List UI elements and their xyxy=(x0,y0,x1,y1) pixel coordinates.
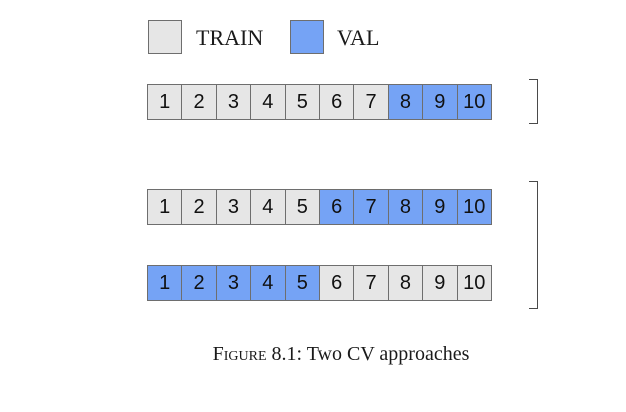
fold-cell-5-val: 5 xyxy=(284,265,320,301)
fold-cell-1-val: 1 xyxy=(147,265,183,301)
fold-cell-3-train: 3 xyxy=(215,84,252,120)
caption-text: Two CV approaches xyxy=(302,343,470,365)
fold-cell-4-train: 4 xyxy=(250,84,286,120)
fold-cell-2-train: 2 xyxy=(181,189,217,225)
figure-caption: Figure 8.1: Two CV approaches xyxy=(0,343,626,366)
fold-cell-3-train: 3 xyxy=(215,189,252,225)
fold-cell-10-val: 10 xyxy=(456,189,492,225)
caption-prefix: Figure 8.1: xyxy=(212,343,303,365)
legend-train-label: TRAIN xyxy=(196,25,264,50)
fold-cell-2-train: 2 xyxy=(181,84,217,120)
fold-cell-7-val: 7 xyxy=(353,189,389,225)
fold-cell-5-train: 5 xyxy=(284,84,320,120)
fold-cell-6-train: 6 xyxy=(318,265,355,301)
approach-2-bracket xyxy=(529,181,538,309)
approach-1-bracket xyxy=(529,79,538,124)
fold-cell-6-val: 6 xyxy=(318,189,355,225)
fold-cell-8-train: 8 xyxy=(387,265,424,301)
fold-cell-7-train: 7 xyxy=(353,265,389,301)
fold-cell-4-train: 4 xyxy=(250,189,286,225)
fold-cell-8-val: 8 xyxy=(387,84,424,120)
fold-cell-9-val: 9 xyxy=(422,189,458,225)
legend-val-label: VAL xyxy=(337,25,380,50)
fold-cell-3-val: 3 xyxy=(215,265,252,301)
fold-cell-9-train: 9 xyxy=(422,265,458,301)
fold-cell-2-val: 2 xyxy=(181,265,217,301)
fold-cell-9-val: 9 xyxy=(422,84,458,120)
fold-cell-1-train: 1 xyxy=(147,189,183,225)
legend-train-swatch xyxy=(148,20,182,54)
fold-cell-10-train: 10 xyxy=(456,265,492,301)
fold-cell-7-train: 7 xyxy=(353,84,389,120)
fold-cell-6-train: 6 xyxy=(318,84,355,120)
fold-cell-4-val: 4 xyxy=(250,265,286,301)
fold-cell-10-val: 10 xyxy=(456,84,492,120)
fold-cell-8-val: 8 xyxy=(387,189,424,225)
legend-val-swatch xyxy=(290,20,324,54)
fold-cell-1-train: 1 xyxy=(147,84,183,120)
fold-cell-5-train: 5 xyxy=(284,189,320,225)
